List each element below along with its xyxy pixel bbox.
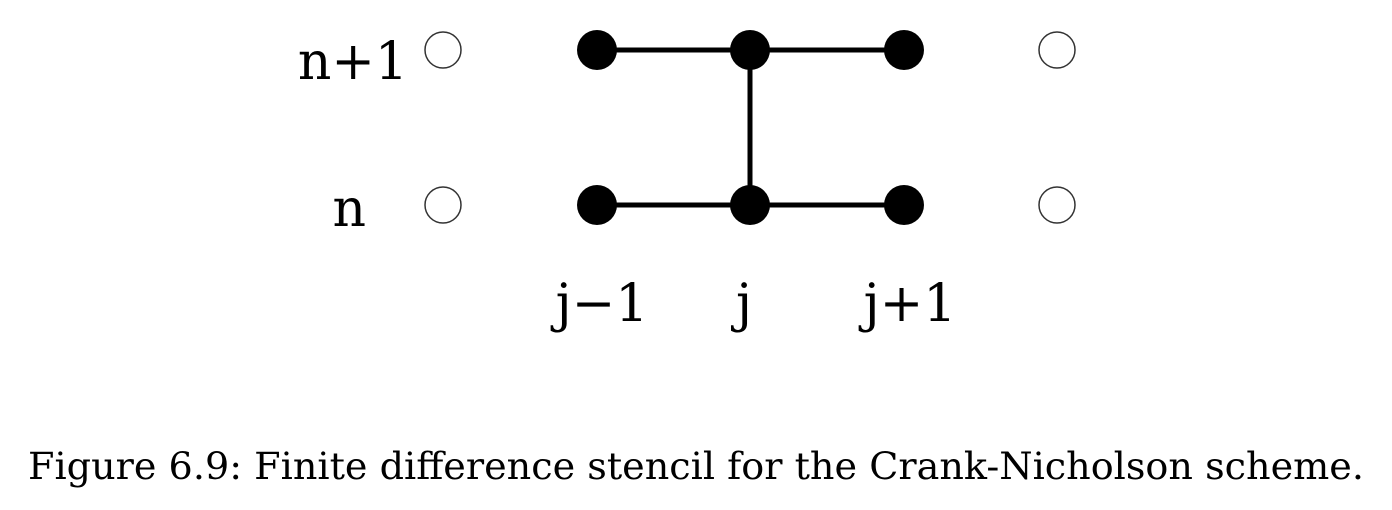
- node-hollow-bottom-right: [1038, 186, 1076, 224]
- node-filled-n-j: [730, 185, 770, 225]
- col-label-j-plus-1: j+1: [859, 274, 957, 334]
- node-filled-n-j-minus-1: [577, 185, 617, 225]
- node-hollow-top-right: [1038, 31, 1076, 69]
- row-label-n-plus-1: n+1: [298, 32, 408, 92]
- node-hollow-top-left: [424, 31, 462, 69]
- node-filled-n-plus-1-j: [730, 30, 770, 70]
- node-filled-n-plus-1-j-minus-1: [577, 30, 617, 70]
- col-label-j-minus-1: j−1: [551, 274, 649, 334]
- col-label-j: j: [731, 274, 752, 334]
- node-hollow-bottom-left: [424, 186, 462, 224]
- row-label-n: n: [333, 179, 367, 239]
- figure-caption: Figure 6.9: Finite difference stencil fo…: [28, 445, 1364, 488]
- node-filled-n-j-plus-1: [884, 185, 924, 225]
- node-filled-n-plus-1-j-plus-1: [884, 30, 924, 70]
